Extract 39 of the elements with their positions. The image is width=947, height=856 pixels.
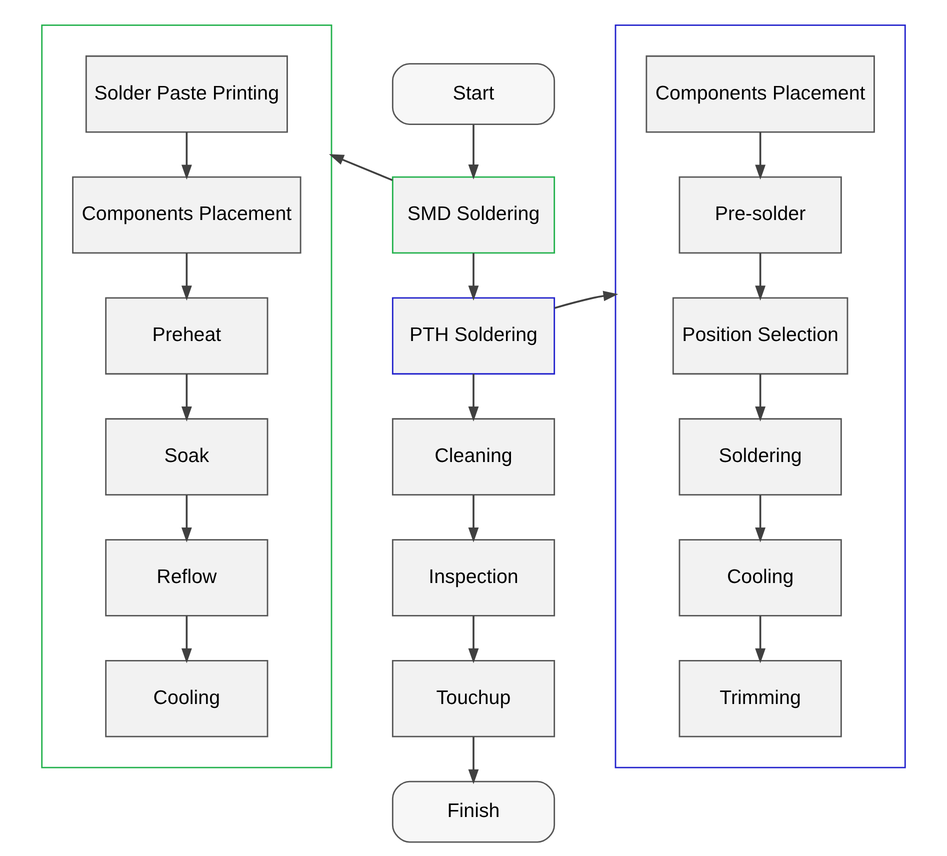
node-box: Inspection <box>392 539 556 616</box>
arrow <box>755 253 766 301</box>
node-box: Reflow <box>105 539 268 616</box>
arrow <box>554 290 618 309</box>
node-box: Components Placement <box>646 55 875 133</box>
node-box: SMD Soldering <box>392 176 556 254</box>
node-box: PTH Soldering <box>392 297 556 375</box>
node-box: Solder Paste Printing <box>85 55 288 133</box>
node-box: Soak <box>105 418 268 496</box>
arrow <box>181 253 192 301</box>
arrow <box>468 494 479 542</box>
node-box: Position Selection <box>672 297 848 375</box>
arrow <box>755 616 766 664</box>
node-box: Cooling <box>678 539 842 616</box>
node-box: Pre-solder <box>678 176 842 254</box>
arrow <box>755 132 766 180</box>
node-box: Cleaning <box>392 418 556 496</box>
arrow <box>468 374 479 422</box>
arrow <box>755 494 766 542</box>
arrow <box>468 736 479 784</box>
node-box: Trimming <box>678 660 842 738</box>
arrow <box>468 253 479 301</box>
arrow <box>181 132 192 180</box>
node-box: Start <box>392 63 556 126</box>
cluster <box>41 24 332 768</box>
arrow <box>181 616 192 664</box>
node-box: Touchup <box>392 660 556 738</box>
arrow <box>468 616 479 664</box>
arrow <box>755 374 766 422</box>
arrow <box>328 154 393 182</box>
arrow <box>181 494 192 542</box>
arrow <box>181 374 192 422</box>
node-box: Finish <box>392 780 556 843</box>
node-box: Cooling <box>105 660 268 738</box>
node-box: Soldering <box>678 418 842 496</box>
arrow <box>468 124 479 180</box>
cluster <box>614 24 906 768</box>
node-box: Components Placement <box>72 176 302 254</box>
node-box: Preheat <box>105 297 268 375</box>
